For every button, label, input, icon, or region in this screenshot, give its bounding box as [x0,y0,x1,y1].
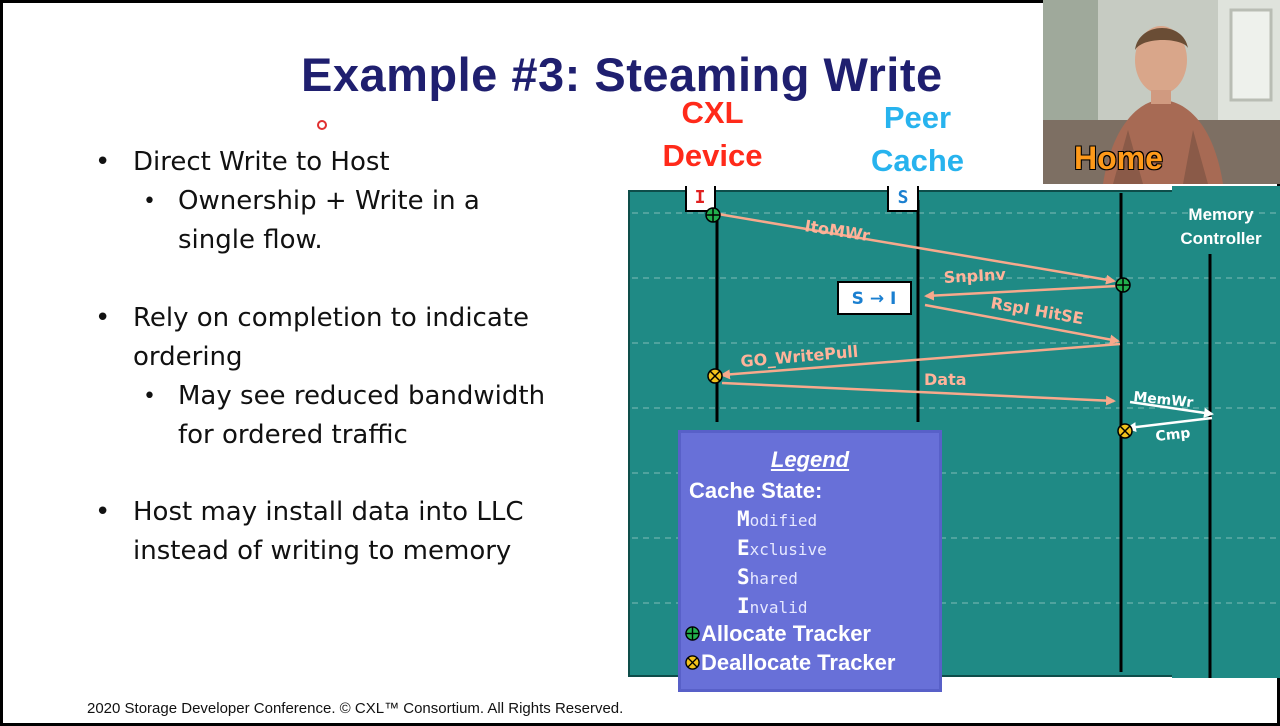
memory-controller-header: Memory Controller [1162,203,1280,251]
allocate-tracker-icon [685,626,700,641]
peer-transition-box [837,281,912,315]
sub-bullet-text: Ownership + Write in a [178,186,480,216]
snpinv-arrow [924,284,1118,301]
slide-title: Example #3: Steaming Write [301,48,943,101]
state-modified: Modified [737,507,818,531]
sub-bullet-text: for ordered traffic [178,420,408,450]
allocate-tracker-label: Allocate Tracker [701,621,871,646]
slide-footer: 2020 Storage Developer Conference. © CXL… [87,700,624,717]
bullet-text: Direct Write to Host [133,147,390,177]
presenter-image [1043,0,1280,184]
snpinv-label: SnpInv [943,265,1007,287]
legend-title: Legend [770,447,850,472]
peer-cache-header: Peer Cache [850,100,985,179]
cxl-header-line2: Device [662,138,763,173]
message-arrows [717,212,1121,406]
allocate-tracker-icon [705,207,721,223]
allocate-tracker-icon [1115,277,1131,293]
deallocate-tracker-label: Deallocate Tracker [701,650,896,675]
itomwr-arrow [717,212,1116,285]
cache-state-label: Cache State: [689,478,823,503]
sub-bullet-text: single flow. [178,225,323,255]
memory-controller-line2: Controller [1180,229,1262,248]
device-state-box [685,186,716,212]
memwr-arrow [1129,400,1214,418]
cmp-arrow [1126,416,1213,433]
peer-transition-label: S → I [852,289,897,309]
bullet-text: Rely on completion to indicate [133,303,529,333]
peer-header-line1: Peer [883,100,952,135]
bullet-text: ordering [133,342,243,372]
go-writepull-arrow [720,342,1121,380]
state-exclusive: Exclusive [737,536,827,560]
sub-bullet-text: May see reduced bandwidth [178,381,546,411]
peer-state-box [887,186,919,212]
memwr-label: MemWr [1133,389,1195,411]
rspi-arrow [924,303,1120,345]
deallocate-tracker-icon [685,655,700,670]
peer-header-line2: Cache [870,143,965,178]
device-state-label: I [695,187,706,208]
deallocate-tracker-icon [1117,423,1133,439]
legend-box: Legend Cache State: Modified Exclusive S… [678,430,942,692]
presenter-video [1043,0,1280,184]
grid-lines [632,212,1278,604]
bullet-text: instead of writing to memory [133,536,512,566]
cxl-device-header: CXL Device [640,95,785,174]
state-shared: Shared [737,565,798,589]
cmp-label: Cmp [1155,425,1191,445]
data-label: Data [924,370,967,389]
bullet-text: Host may install data into LLC [133,497,524,527]
peer-state-label: S [898,187,909,208]
home-header: Home [1074,140,1163,176]
csdn-watermark: CSDN @圆山猫 [1164,702,1258,717]
state-invalid: Invalid [737,594,808,618]
cxl-header-line1: CXL [681,95,744,130]
data-arrow [721,381,1116,406]
memory-arrows [1126,400,1214,433]
memory-controller-area [1172,186,1280,678]
deallocate-tracker-icon [707,368,723,384]
laser-pointer-dot [317,120,327,130]
memory-controller-line1: Memory [1188,205,1254,224]
